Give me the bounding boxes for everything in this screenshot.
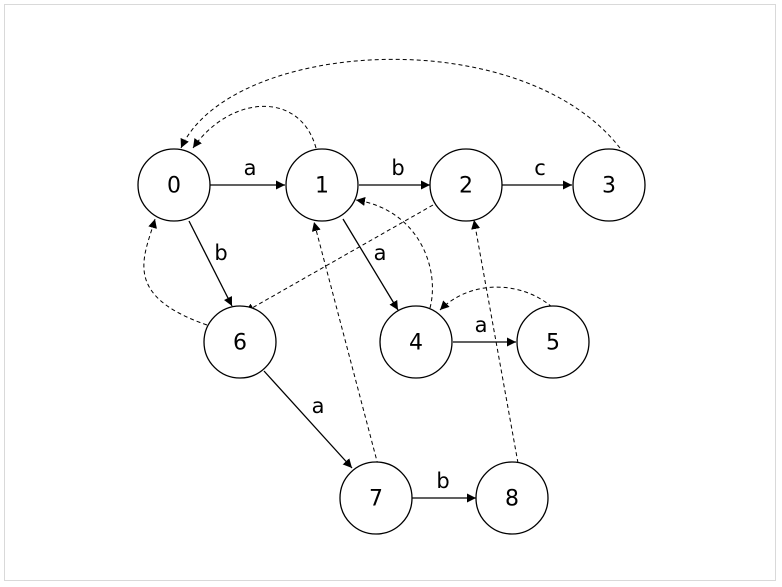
link-7-1: [311, 221, 379, 466]
link-6-0: [143, 218, 208, 326]
state-label-1: 1: [315, 174, 329, 199]
edge-6-7: [263, 370, 353, 469]
edge-label-7-8: b: [436, 469, 449, 493]
link-4-1: [355, 196, 433, 309]
link-2-6: [244, 204, 434, 313]
state-node-4: 4: [379, 305, 453, 379]
state-node-3: 3: [572, 148, 646, 222]
state-node-5: 5: [516, 305, 590, 379]
state-node-6: 6: [203, 305, 277, 379]
state-label-5: 5: [546, 331, 560, 356]
state-node-2: 2: [429, 148, 503, 222]
state-node-7: 7: [339, 461, 413, 535]
state-label-7: 7: [369, 487, 383, 512]
edge-0-6: [188, 220, 233, 307]
edge-label-6-7: a: [312, 394, 325, 418]
state-label-8: 8: [505, 487, 519, 512]
link-3-0: [180, 58, 621, 149]
state-node-1: 1: [285, 148, 359, 222]
state-label-4: 4: [409, 331, 423, 356]
link-8-2: [471, 219, 519, 464]
state-node-0: 0: [137, 148, 211, 222]
state-label-3: 3: [602, 174, 616, 199]
edge-label-4-5: a: [475, 313, 488, 337]
edge-1-4: [342, 218, 399, 311]
state-label-0: 0: [167, 174, 181, 199]
edge-label-1-4: a: [374, 241, 387, 265]
link-5-4: [439, 286, 553, 311]
edge-label-0-1: a: [244, 156, 257, 180]
state-label-2: 2: [459, 174, 473, 199]
edge-label-1-2: b: [391, 156, 404, 180]
state-label-6: 6: [233, 331, 247, 356]
edge-label-0-6: b: [214, 241, 227, 265]
state-node-8: 8: [475, 461, 549, 535]
link-1-0: [192, 105, 317, 149]
edge-label-2-3: c: [534, 156, 546, 180]
